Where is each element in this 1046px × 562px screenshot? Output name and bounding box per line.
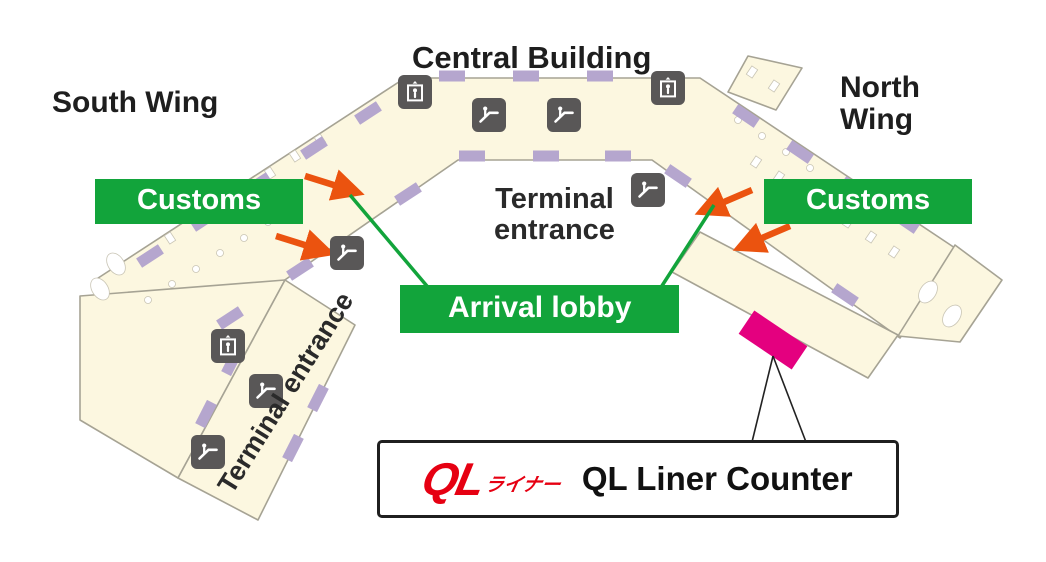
- central-building-label: Central Building: [412, 40, 652, 75]
- north-wing-label-line2: Wing: [840, 103, 914, 137]
- elevator-icon: [211, 329, 245, 363]
- escalator-icon: [249, 374, 283, 408]
- escalator-icon: [547, 98, 581, 132]
- ql-logo-sub: ライナー: [482, 475, 563, 496]
- north-wing-label: North Wing: [840, 71, 960, 137]
- ql-counter-marker: [738, 310, 808, 370]
- terminal-entrance-label-line1: Terminal: [495, 183, 614, 215]
- flow-arrow: [732, 222, 792, 253]
- elevator-icon: [651, 71, 685, 105]
- flow-arrow: [304, 169, 365, 201]
- arrival-lobby-connector-line: [348, 193, 434, 294]
- escalator-icon: [472, 98, 506, 132]
- ql-liner-legend: QL ライナー QL Liner Counter: [377, 440, 899, 518]
- south-wing-label: South Wing: [52, 86, 219, 119]
- arrival-lobby-badge: Arrival lobby: [400, 285, 680, 333]
- north-wing-label-line1: North: [840, 71, 920, 104]
- ql-logo-main: QL: [417, 453, 489, 505]
- elevator-icon: [398, 75, 432, 109]
- arrival-lobby-connectors: [348, 193, 716, 294]
- escalator-icon: [330, 236, 364, 270]
- legend-pointer-line: [772, 355, 807, 443]
- customs-badge-south: Customs: [95, 179, 304, 224]
- escalator-icon: [191, 435, 225, 469]
- ql-liner-logo: QL ライナー: [417, 453, 566, 505]
- terminal-entrance-label: Terminal entrance: [447, 183, 662, 247]
- terminal-entrance-label-line2: entrance: [494, 214, 615, 247]
- ql-counter-label: QL Liner Counter: [581, 460, 853, 497]
- customs-badge-north: Customs: [764, 179, 973, 224]
- escalator-icon: [631, 173, 665, 207]
- facility-icons: [191, 71, 685, 469]
- arrival-lobby-connector-line: [656, 204, 716, 293]
- flow-arrow: [275, 229, 336, 261]
- flow-arrows: [275, 169, 792, 261]
- legend-pointers: [751, 355, 807, 443]
- legend-pointer-line: [751, 355, 774, 443]
